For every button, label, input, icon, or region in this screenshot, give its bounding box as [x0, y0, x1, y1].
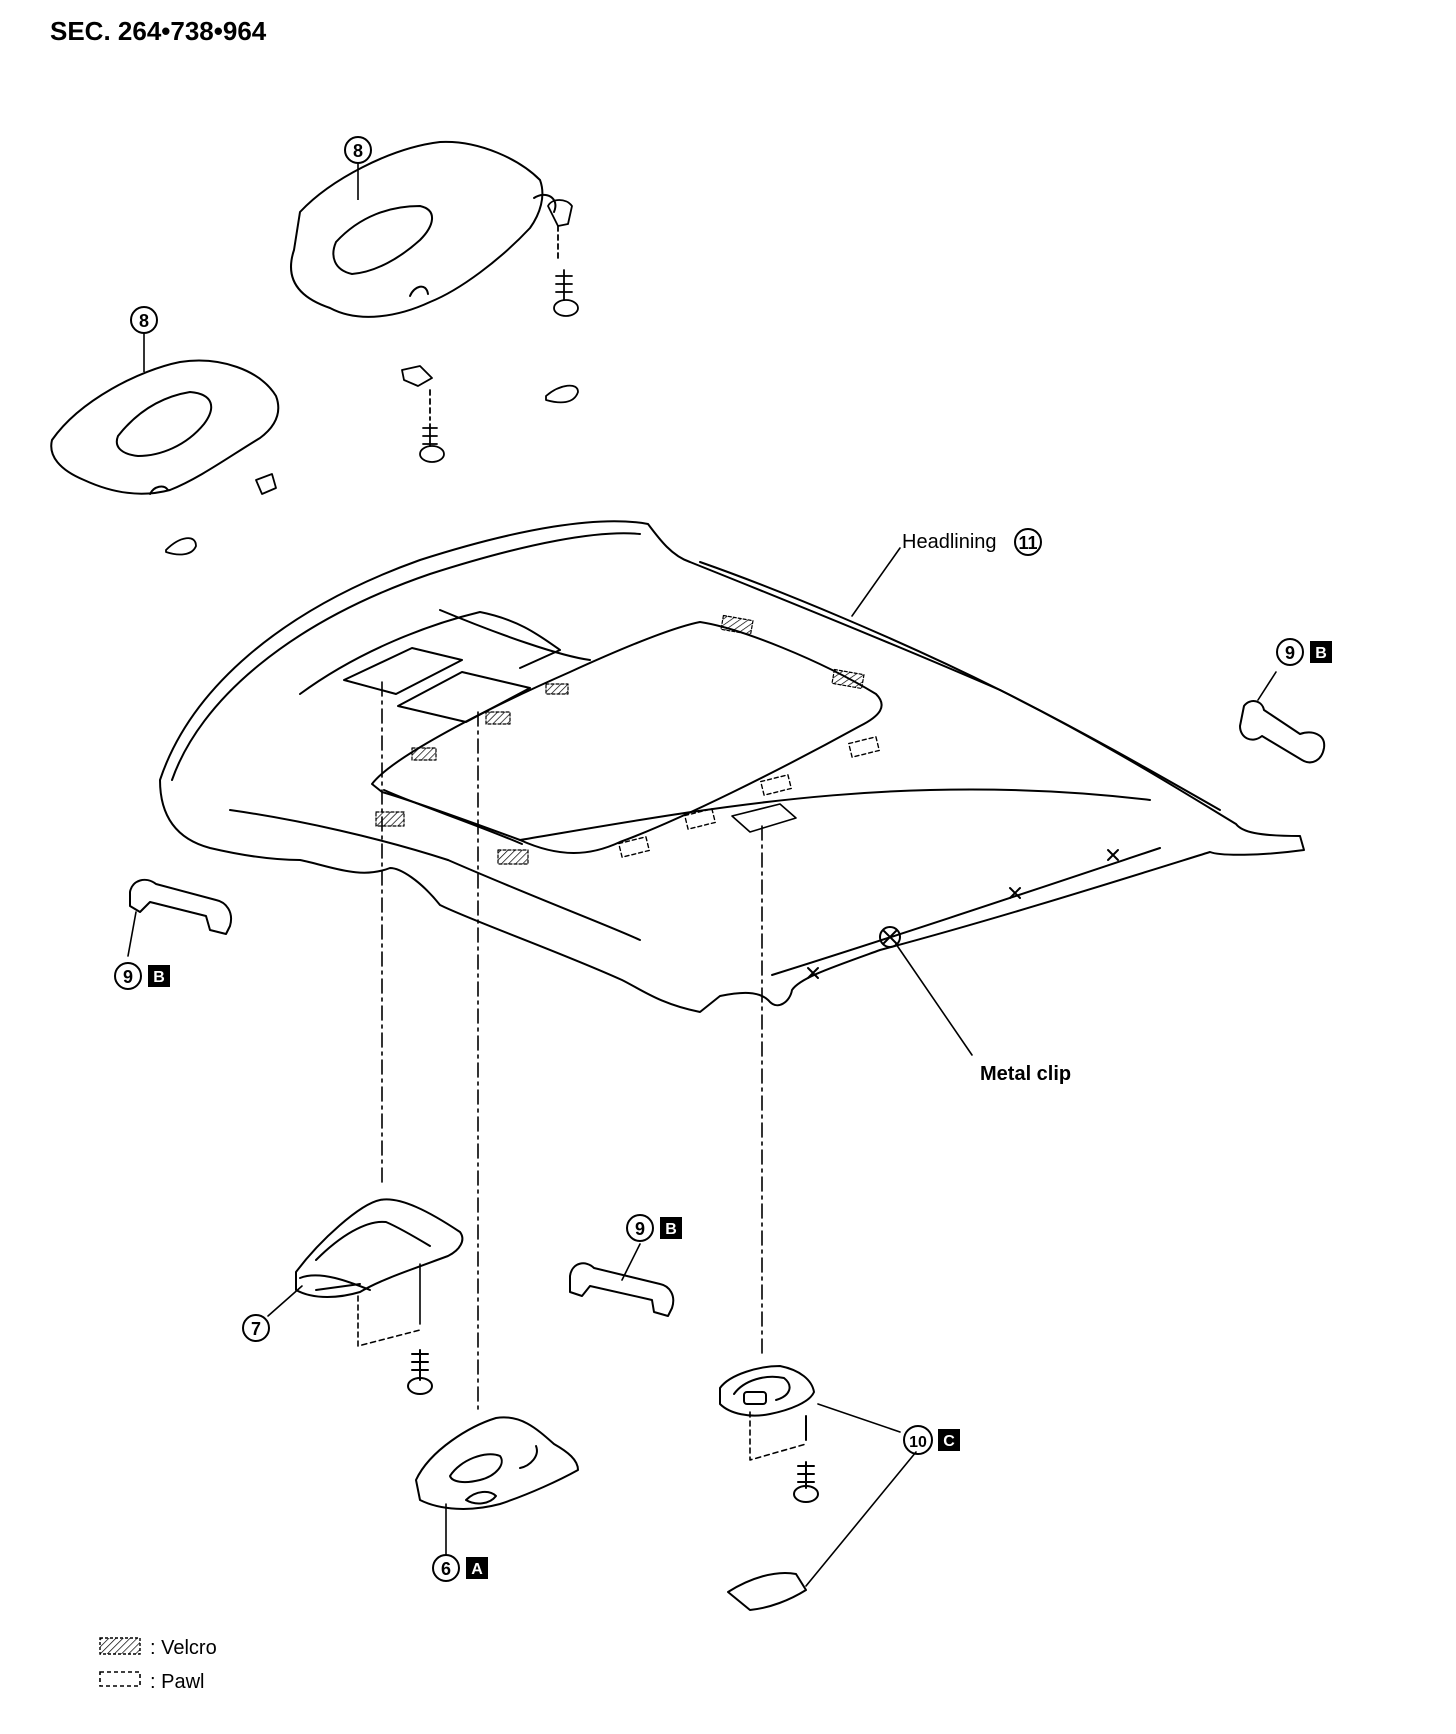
- callout-sunvisor-upper: 8: [344, 136, 372, 200]
- callout-map-lamp: 6 A: [432, 1554, 488, 1582]
- callout-console-lamp: 7: [242, 1314, 270, 1342]
- sunvisor-upper-number: 8: [353, 141, 363, 161]
- legend-velcro: : Velcro: [99, 1637, 217, 1659]
- headlining-panel: [159, 520, 1305, 1013]
- callout-room-lamp: 10 C: [903, 1425, 960, 1455]
- callout-sunvisor-lower: 8: [130, 306, 158, 372]
- legend: : Velcro : Pawl: [99, 1637, 217, 1693]
- legend-pawl-label: : Pawl: [150, 1671, 204, 1693]
- callout-headlining: Headlining 11: [902, 528, 1042, 556]
- map-lamp-tag: A: [471, 1561, 483, 1578]
- sunvisor-upper: [290, 140, 557, 318]
- pawl-swatch: [99, 1671, 141, 1687]
- console-lamp-number: 7: [251, 1319, 261, 1339]
- assist-grip-left-tag: B: [153, 969, 165, 986]
- room-lamp-opening: [731, 803, 797, 833]
- pawl-marks: [618, 736, 880, 858]
- callout-assist-grip-center: 9 B: [626, 1214, 682, 1242]
- velcro-patches: [375, 614, 865, 865]
- section-code: SEC. 264•738•964: [50, 16, 267, 46]
- callout-assist-grip-right: 9 B: [1276, 638, 1332, 666]
- assist-grip-right: [1239, 671, 1326, 764]
- legend-velcro-label: : Velcro: [150, 1637, 217, 1659]
- sunvisor-lower-number: 8: [139, 311, 149, 331]
- headlining-number: 11: [1018, 533, 1037, 553]
- metal-clip-markers: [807, 849, 1119, 979]
- assist-grip-right-number: 9: [1285, 643, 1295, 663]
- room-lamp-tag: C: [943, 1433, 955, 1450]
- map-lamp: [415, 1416, 579, 1510]
- metal-clip-label: Metal clip: [980, 1063, 1071, 1085]
- assist-grip-center: [569, 1243, 675, 1317]
- assist-grip-left-number: 9: [123, 967, 133, 987]
- room-lamp-lens: [727, 1572, 807, 1611]
- velcro-swatch: [99, 1637, 141, 1655]
- assist-grip-center-tag: B: [665, 1221, 677, 1238]
- map-lamp-number: 6: [441, 1559, 451, 1579]
- assist-grip-right-tag: B: [1315, 645, 1327, 662]
- legend-pawl: : Pawl: [99, 1671, 204, 1693]
- room-lamp-number: 10: [909, 1434, 927, 1451]
- alignment-lines: [381, 681, 763, 1411]
- room-lamp: [719, 1365, 819, 1503]
- callout-assist-grip-left: 9 B: [114, 962, 170, 990]
- headlining-label: Headlining: [902, 531, 997, 553]
- sunvisor-lower: [50, 359, 280, 495]
- assist-grip-center-number: 9: [635, 1219, 645, 1239]
- visor-hardware: [165, 199, 579, 556]
- assist-grip-left: [129, 878, 232, 935]
- console-lamp: [295, 1198, 464, 1395]
